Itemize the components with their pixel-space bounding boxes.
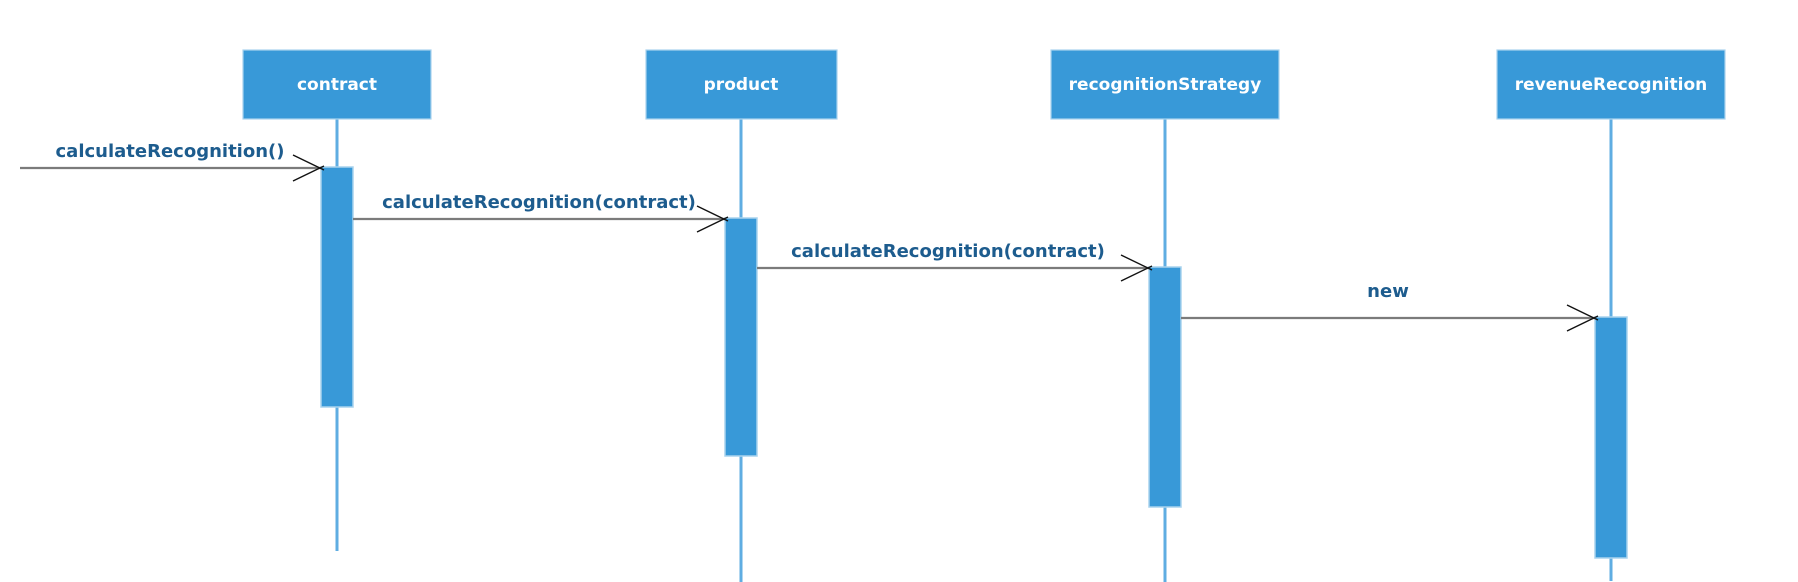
message-calculate-recognition: calculateRecognition()	[20, 141, 325, 182]
actor-box-revenue-recognition	[1496, 49, 1726, 120]
message-new: new	[1181, 281, 1599, 332]
actor-label-contract: contract	[297, 75, 377, 95]
message-calculate-recognition-contract-1: calculateRecognition(contract)	[353, 192, 729, 233]
actor-label-product: product	[704, 75, 779, 95]
arrowhead-icon	[1120, 254, 1153, 282]
actor-revenue-recognition: revenueRecognition	[1496, 49, 1726, 120]
actor-product: product	[645, 49, 838, 120]
actor-box-contract	[242, 49, 432, 120]
actor-recognition-strategy: recognitionStrategy	[1050, 49, 1280, 120]
actor-label-recognition-strategy: recognitionStrategy	[1069, 75, 1262, 95]
message-label: calculateRecognition(contract)	[382, 192, 696, 213]
arrowhead-icon	[1566, 304, 1599, 332]
message-label: calculateRecognition()	[56, 141, 285, 162]
activation-bar-recognition-strategy	[1148, 266, 1182, 508]
actor-label-revenue-recognition: revenueRecognition	[1515, 75, 1707, 95]
actor-box-product	[645, 49, 838, 120]
message-label: new	[1367, 281, 1409, 302]
activation-bar-revenue-recognition	[1594, 316, 1628, 559]
arrowhead-icon	[292, 154, 325, 182]
arrowhead-icon	[696, 205, 729, 233]
message-label: calculateRecognition(contract)	[791, 241, 1105, 262]
actor-box-recognition-strategy	[1050, 49, 1280, 120]
activation-bar-contract	[320, 166, 354, 408]
message-calculate-recognition-contract-2: calculateRecognition(contract)	[757, 241, 1153, 282]
actor-contract: contract	[242, 49, 432, 120]
activation-bar-product	[724, 217, 758, 457]
